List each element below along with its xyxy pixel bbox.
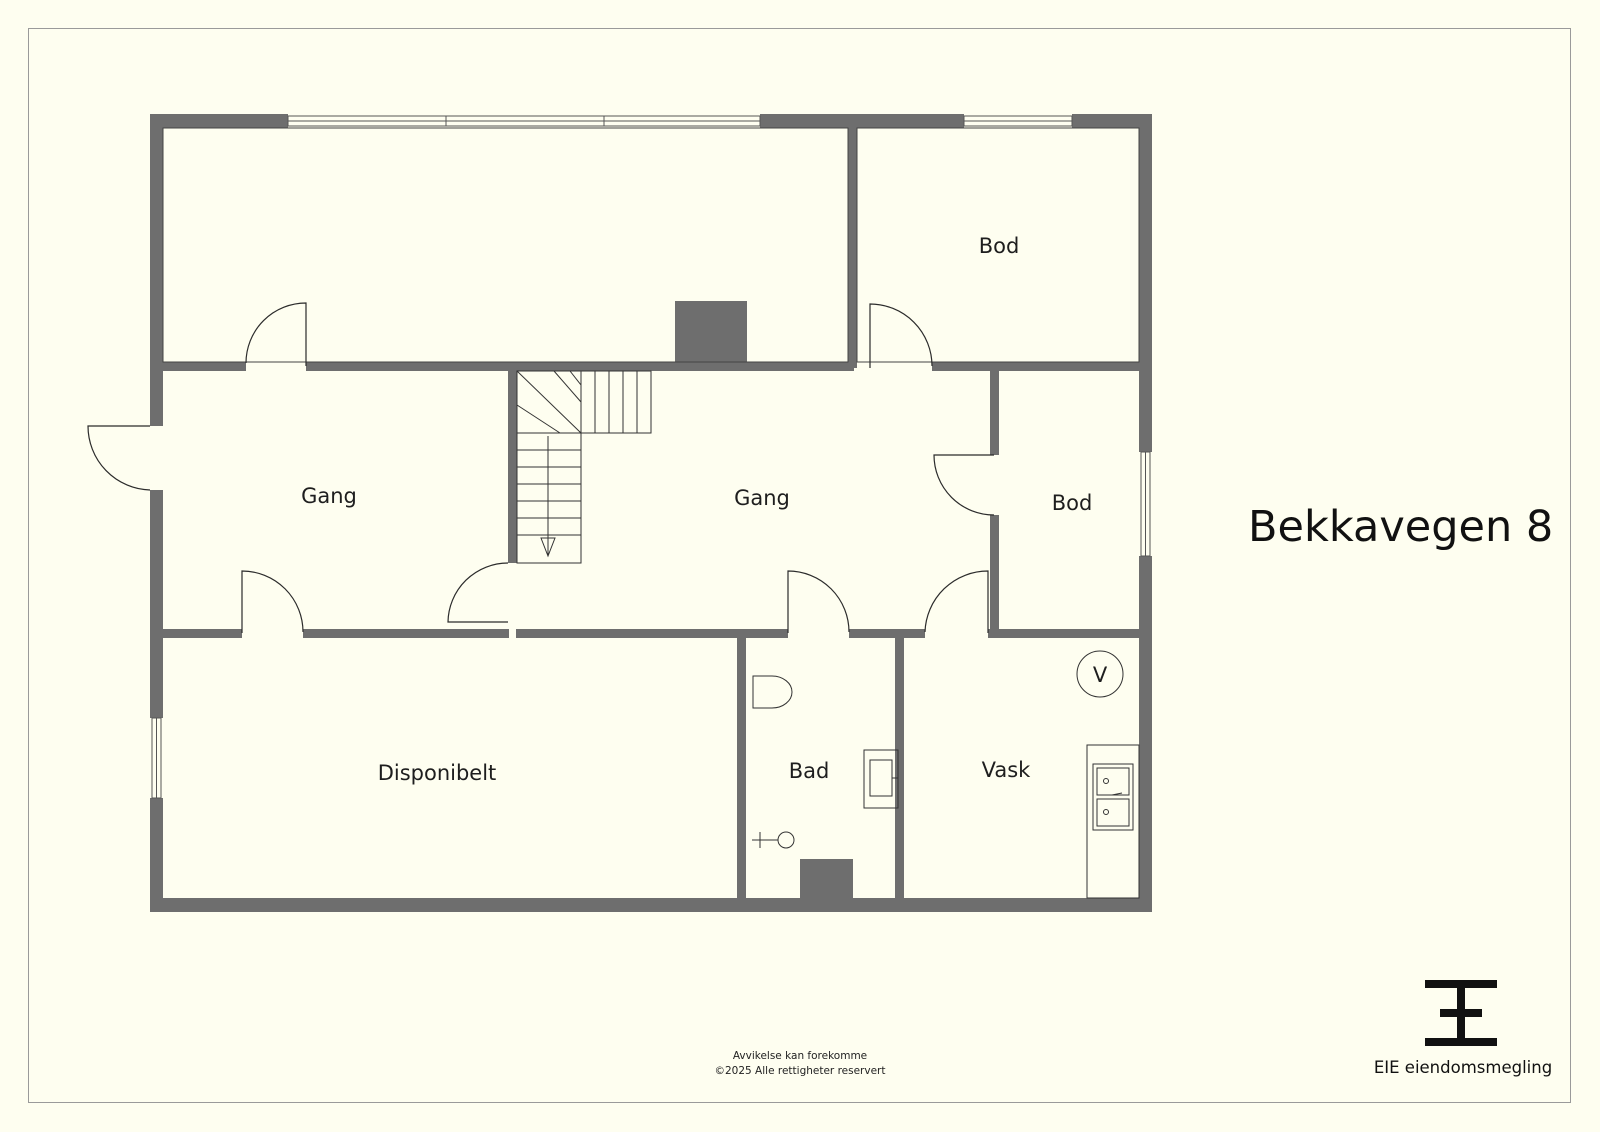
page-border [28, 28, 1571, 1103]
exterior-wall [150, 898, 1152, 912]
exterior-wall [150, 114, 288, 128]
windows [151, 115, 1151, 799]
water-heater-label: V [1093, 663, 1108, 687]
door-swing [447, 562, 509, 623]
disclaimer-line-2: ©2025 Alle rettigheter reservert [714, 1065, 886, 1077]
exterior-wall [150, 114, 163, 426]
door-swing [924, 570, 989, 633]
laundry-sink-icon [1092, 763, 1134, 831]
water-heater-icon [1076, 650, 1124, 698]
interior-wall [988, 629, 1152, 638]
door-swing [787, 570, 850, 633]
interior-wall [848, 128, 857, 368]
walls [150, 114, 1152, 912]
room-outline [856, 127, 1140, 363]
interior-wall [737, 638, 746, 898]
exterior-wall [1139, 556, 1152, 912]
room-label-gang-center: Gang [734, 486, 790, 510]
interior-wall [150, 362, 246, 371]
room-labels: Bod Gang Gang Bod Disponibelt Bad Vask V [301, 234, 1108, 785]
property-address: Bekkavegen 8 [1248, 502, 1554, 552]
interior-wall [849, 629, 925, 638]
exterior-wall [150, 490, 163, 718]
stair-arrow-icon [540, 537, 556, 558]
room-label-vask: Vask [982, 758, 1032, 782]
door-swing [869, 303, 933, 368]
interior-wall [895, 638, 904, 898]
exterior-wall [1139, 114, 1152, 452]
floor-drain-icon [777, 831, 795, 849]
exterior-wall [1072, 114, 1152, 128]
interior-wall [303, 629, 509, 638]
laundry-fixtures [1076, 650, 1140, 899]
disclaimer: Avvikelse kan forekomme ©2025 Alle retti… [620, 1049, 980, 1079]
entrance-door-swing [87, 425, 151, 491]
staircase [516, 370, 652, 564]
exterior-wall [760, 114, 964, 128]
chimney [675, 301, 747, 363]
brand-name: EIE eiendomsmegling [1373, 1058, 1553, 1077]
door-swing [245, 302, 307, 366]
door-swing [933, 454, 995, 516]
toilet-icon [752, 675, 793, 709]
room-label-gang-left: Gang [301, 484, 357, 508]
interior-wall [150, 629, 242, 638]
exterior-wall [150, 798, 163, 912]
eie-logo-icon [1425, 980, 1497, 1046]
door-swing [241, 570, 304, 633]
interior-wall [990, 371, 999, 455]
room-outline [162, 127, 849, 363]
interior-wall [306, 362, 854, 371]
interior-wall [508, 371, 517, 563]
chimney [800, 859, 853, 898]
room-label-bod-right: Bod [1052, 491, 1093, 515]
sink-icon [863, 749, 899, 809]
interior-wall [516, 629, 788, 638]
room-label-disponibelt: Disponibelt [378, 761, 497, 785]
bathroom-fixtures [752, 675, 899, 849]
doors [87, 302, 995, 633]
room-label-bad: Bad [789, 759, 830, 783]
interior-wall [932, 362, 1152, 371]
interior-wall [990, 515, 999, 629]
counter [1086, 744, 1140, 899]
room-label-bod-top: Bod [979, 234, 1020, 258]
disclaimer-line-1: Avvikelse kan forekomme [732, 1050, 868, 1062]
